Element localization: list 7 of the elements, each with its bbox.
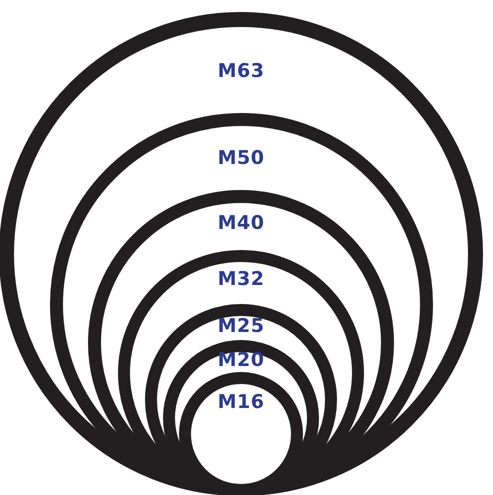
size-label: M20 <box>218 349 264 371</box>
size-label: M50 <box>218 147 264 169</box>
size-label: M40 <box>218 212 264 234</box>
size-label: M16 <box>218 391 264 413</box>
size-label: M63 <box>218 60 264 82</box>
size-label: M32 <box>218 268 264 290</box>
size-label: M25 <box>218 315 264 337</box>
